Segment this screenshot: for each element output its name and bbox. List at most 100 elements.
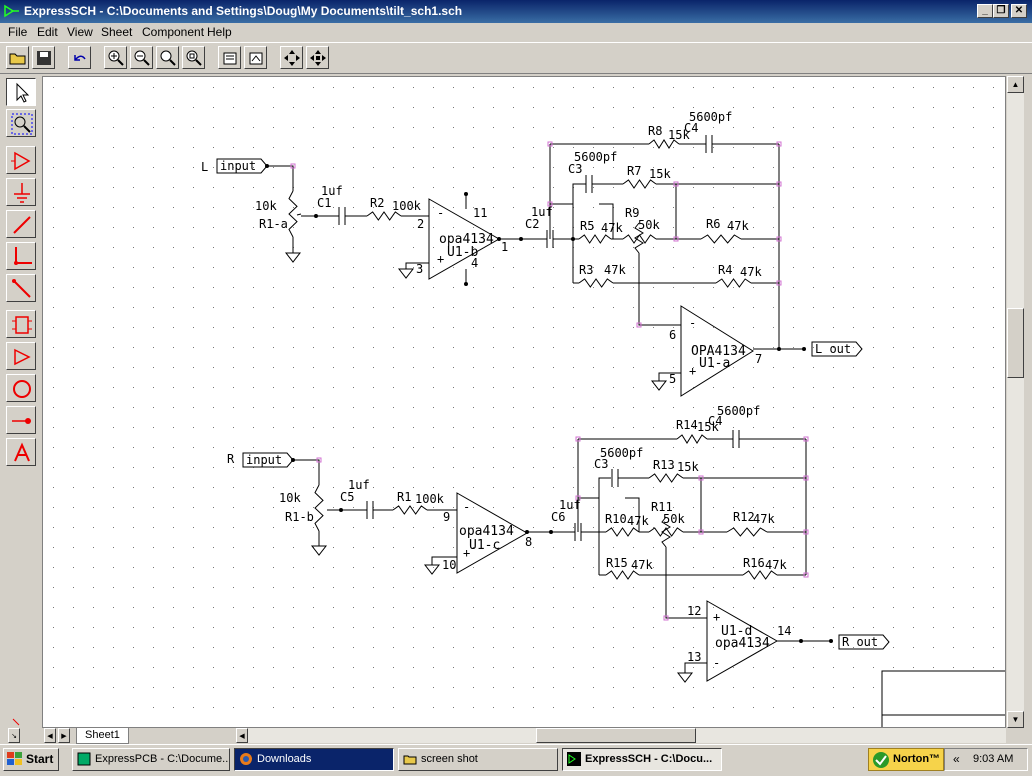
ground-tool[interactable]: [6, 178, 36, 206]
zoom-select-tool[interactable]: [6, 109, 36, 137]
save-button[interactable]: [32, 46, 55, 69]
opamp-icon: [11, 151, 31, 171]
junction: [802, 347, 806, 351]
corner-wire-icon: [14, 247, 32, 265]
wire: [267, 165, 294, 191]
ground-symbol: [397, 268, 415, 279]
norton-label: Norton™: [893, 753, 941, 765]
resistor: [392, 505, 428, 515]
center-icon: [310, 50, 326, 66]
label-10k: 10k: [255, 199, 277, 213]
part-tool[interactable]: [6, 310, 36, 338]
junction: [339, 508, 343, 512]
label-R10: R10: [605, 512, 627, 526]
firefox-icon: [240, 753, 252, 765]
label-15k: 15k: [677, 460, 699, 474]
label-opa_lower: opa4134: [715, 636, 770, 651]
label-U1c: U1-c: [469, 538, 500, 553]
opamp-symbol: [706, 600, 779, 682]
zoom-fit-button[interactable]: [156, 46, 179, 69]
menu-component[interactable]: Component: [142, 25, 205, 39]
close-button[interactable]: ✕: [1011, 4, 1027, 18]
title-block: [881, 670, 1005, 727]
scroll-thumb[interactable]: [1007, 308, 1024, 378]
zoom-out-button[interactable]: [130, 46, 153, 69]
potentiometer: [661, 516, 671, 548]
menu-edit[interactable]: Edit: [37, 25, 58, 39]
ground-symbol: [284, 252, 302, 263]
zoom-in-button[interactable]: [104, 46, 127, 69]
zoom-select-icon: [11, 113, 33, 135]
horizontal-scrollbar[interactable]: ◀: [236, 728, 1006, 743]
pin-tool[interactable]: [6, 406, 36, 434]
select-tool[interactable]: [6, 78, 36, 106]
opamp-symbol: [680, 305, 754, 397]
label-1uf: 1uf: [321, 184, 343, 198]
task-expresssch[interactable]: ExpressSCH - C:\Docu...: [562, 748, 722, 771]
resistor: [578, 234, 612, 244]
wire: [296, 213, 302, 216]
bus-tool[interactable]: [6, 274, 36, 302]
wire-icon: [13, 216, 31, 234]
minimize-button[interactable]: _: [977, 4, 993, 18]
label-p5: 5: [669, 372, 676, 386]
menu-help[interactable]: Help: [207, 25, 232, 39]
corner-wire-tool[interactable]: [6, 242, 36, 270]
open-button[interactable]: [6, 46, 29, 69]
menu-sheet[interactable]: Sheet: [101, 25, 133, 39]
opamp-tool[interactable]: [6, 146, 36, 174]
resistor: [605, 570, 640, 580]
scroll-up-button[interactable]: ▲: [1007, 76, 1024, 93]
task-downloads[interactable]: Downloads: [234, 748, 394, 771]
center-button[interactable]: [306, 46, 329, 69]
task-expresspcb[interactable]: ExpressPCB - C:\Docume...: [72, 748, 230, 771]
task-screen-shot[interactable]: screen shot: [398, 748, 558, 771]
scroll-down-button[interactable]: ▼: [1007, 711, 1024, 728]
label-R3: R3: [579, 263, 593, 277]
scroll-left-button[interactable]: ◀: [236, 728, 248, 743]
text-tool[interactable]: [6, 438, 36, 466]
connection-point: [636, 322, 642, 328]
connection-point: [673, 181, 679, 187]
label-plus: +: [437, 252, 444, 266]
sheet-prev-button[interactable]: ◀: [44, 728, 56, 743]
toolbar: [0, 42, 1032, 74]
zoom-area-button[interactable]: [182, 46, 205, 69]
undo-button[interactable]: [68, 46, 91, 69]
tray-expand-button[interactable]: «: [953, 752, 960, 766]
wire-tool[interactable]: [6, 210, 36, 238]
port-label: R out: [842, 635, 878, 649]
pan-button[interactable]: [280, 46, 303, 69]
label-p7: 7: [755, 352, 762, 366]
label-C4: C4: [708, 414, 722, 428]
potentiometer: [288, 190, 298, 238]
buffer-tool[interactable]: [6, 342, 36, 370]
circle-tool[interactable]: [6, 374, 36, 402]
norton-tray[interactable]: Norton™: [868, 748, 944, 771]
corner-tool[interactable]: [6, 716, 36, 726]
menu-file[interactable]: File: [8, 25, 28, 39]
menu-view[interactable]: View: [67, 25, 93, 39]
port-label: input: [246, 453, 282, 467]
vertical-scrollbar[interactable]: ▲ ▼: [1007, 76, 1024, 728]
io-port: [216, 158, 268, 174]
sheet-next-button[interactable]: ▶: [58, 728, 70, 743]
properties-icon: [223, 52, 237, 65]
connection-point: [776, 236, 782, 242]
component-button[interactable]: [244, 46, 267, 69]
connection-point: [803, 529, 809, 535]
start-button[interactable]: Start: [3, 748, 59, 771]
resistor: [648, 473, 684, 483]
port-label: L out: [815, 342, 851, 356]
sheet-tab[interactable]: Sheet1: [76, 728, 129, 744]
label-C3: C3: [594, 457, 608, 471]
label-p4: 4: [471, 256, 478, 270]
junction: [464, 192, 468, 196]
ground-symbol: [650, 380, 668, 391]
hscroll-thumb[interactable]: [536, 728, 696, 743]
maximize-button[interactable]: ❐: [993, 4, 1009, 18]
circle-icon: [13, 380, 31, 398]
properties-button[interactable]: [218, 46, 241, 69]
